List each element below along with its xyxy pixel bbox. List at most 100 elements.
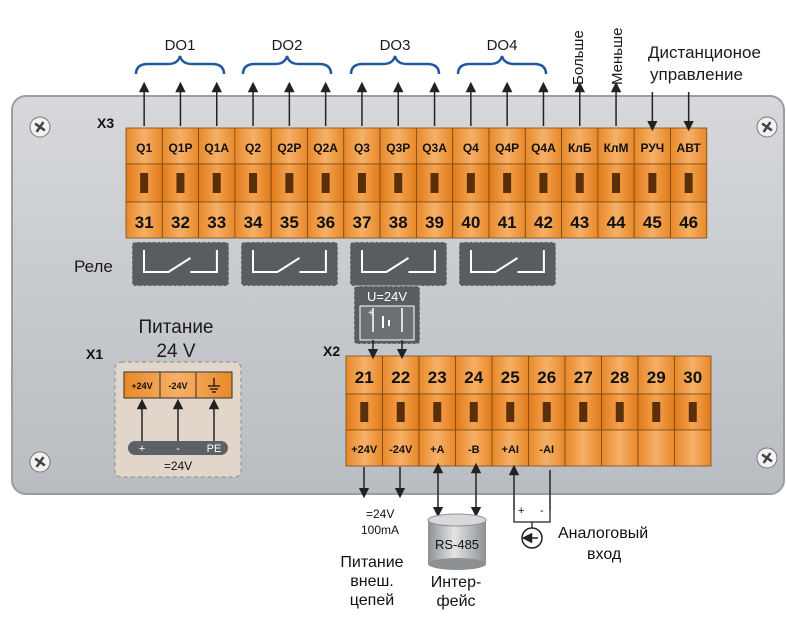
x2-terminal-28: 28 [601,355,639,467]
x1-pin-minus: - [176,443,180,455]
current-source-icon [521,527,543,549]
analog-minus: - [540,505,544,517]
x3-terminal-45: РУЧ 45 [633,127,671,239]
brace-group [134,55,548,75]
x2-terminal-label: -B [468,444,480,456]
x3-terminal-label: АВТ [677,141,702,155]
x2-terminal-number: 25 [501,368,520,387]
group-label-do4: DO4 [487,37,518,54]
relay-contact-icon [349,241,448,287]
ext-power-line3: цепей [350,592,394,609]
interface-line1: Интер- [431,574,482,591]
svg-text:+: + [368,308,374,319]
x2-terminal-22: 22-24V [382,355,420,467]
x2-terminal-number: 28 [610,368,629,387]
x2-terminal-29: 29 [637,355,675,467]
power-title-line2: 24 V [156,341,195,362]
brace-do3 [349,55,441,75]
x3-terminal-label: Q1 [136,141,152,155]
ext-power-line1: Питание [340,554,403,571]
x3-terminal-label: Q3 [354,141,370,155]
x3-terminal-number: 32 [171,213,190,232]
x3-terminal-number: 37 [352,213,371,232]
relay-group [131,241,557,287]
x3-terminal-number: 43 [570,213,589,232]
x3-terminal-label: РУЧ [640,141,664,155]
x1-label: X1 [86,346,103,362]
x3-terminal-43: КлБ 43 [561,127,599,239]
x3-terminal-label: Q4A [531,141,556,155]
source-label: U=24V [367,289,407,304]
group-label-do1: DO1 [165,37,196,54]
group-label-do3: DO3 [380,37,411,54]
x2-terminal-26: 26-AI [528,355,566,467]
x3-terminal-39: Q3A 39 [415,127,454,239]
x3-terminal-number: 42 [534,213,553,232]
ground-icon [208,378,220,393]
x2-terminal-number: 29 [647,368,666,387]
x1-pin-pe: PE [207,443,222,455]
x2-terminal-number: 30 [683,368,702,387]
x3-terminal-label: Q1P [168,141,192,155]
x3-terminal-label: Q3A [422,141,447,155]
x1-voltage: =24V [164,459,192,473]
x3-terminal-label: Q3P [386,141,410,155]
x3-terminal-number: 35 [280,213,299,232]
source-wires [367,340,408,360]
brace-do4 [456,55,548,75]
relay-contact-icon [240,241,339,287]
x2-terminal-30: 30 [674,355,712,467]
x2-terminal-number: 21 [355,368,374,387]
x3-terminal-label: КлБ [568,141,592,155]
screw-icon [756,116,778,138]
screw-icon [29,116,51,138]
x3-terminal-37: Q3 37 [343,127,381,239]
x3-terminal-label: Q2P [277,141,301,155]
screw-icon [756,447,778,469]
x3-label: X3 [97,115,114,131]
x2-terminal-label: +24V [351,444,378,456]
x2-terminal-21: 21 +24V [345,355,383,467]
power-title-line1: Питание [139,317,214,338]
x3-arrows [138,81,694,132]
x3-terminal-number: 36 [316,213,335,232]
x2-terminal-27: 27 [564,355,602,467]
x3-terminal-label: Q1A [204,141,229,155]
x2-label: X2 [323,343,340,359]
x2-terminal-number: 26 [537,368,556,387]
x3-terminal-label: Q2A [313,141,338,155]
relay-contact-icon [131,241,230,287]
x3-terminal-35: Q2P 35 [270,127,308,239]
label-less: Меньше [609,28,626,85]
x3-terminal-number: 44 [607,213,626,232]
x2-terminal-number: 24 [464,368,483,387]
x3-terminal-31: Q1 31 [125,127,163,239]
x1-terminal-minus: -24V [168,381,187,391]
x2-terminal-24: 24 -B [455,355,493,467]
brace-do2 [241,55,333,75]
x3-terminal-label: Q2 [245,141,261,155]
x3-terminal-number: 45 [643,213,662,232]
x3-terminal-number: 40 [461,213,480,232]
x3-terminal-36: Q2A 36 [307,127,345,239]
x3-terminal-number: 31 [135,213,154,232]
x3-terminal-number: 39 [425,213,444,232]
label-more: Больше [570,30,587,85]
x2-terminal-25: 25 +AI [491,355,529,467]
x2-terminal-number: 22 [391,368,410,387]
x3-terminal-number: 33 [207,213,226,232]
relay-label: Реле [74,257,113,276]
x3-terminal-label: Q4P [495,141,519,155]
x2-terminal-number: 27 [574,368,593,387]
x2-terminal-label: +AI [502,444,519,456]
x3-terminal-number: 46 [679,213,698,232]
rs485-device-icon: RS-485 [427,513,487,570]
analog-line1: Аналоговый [558,525,648,542]
